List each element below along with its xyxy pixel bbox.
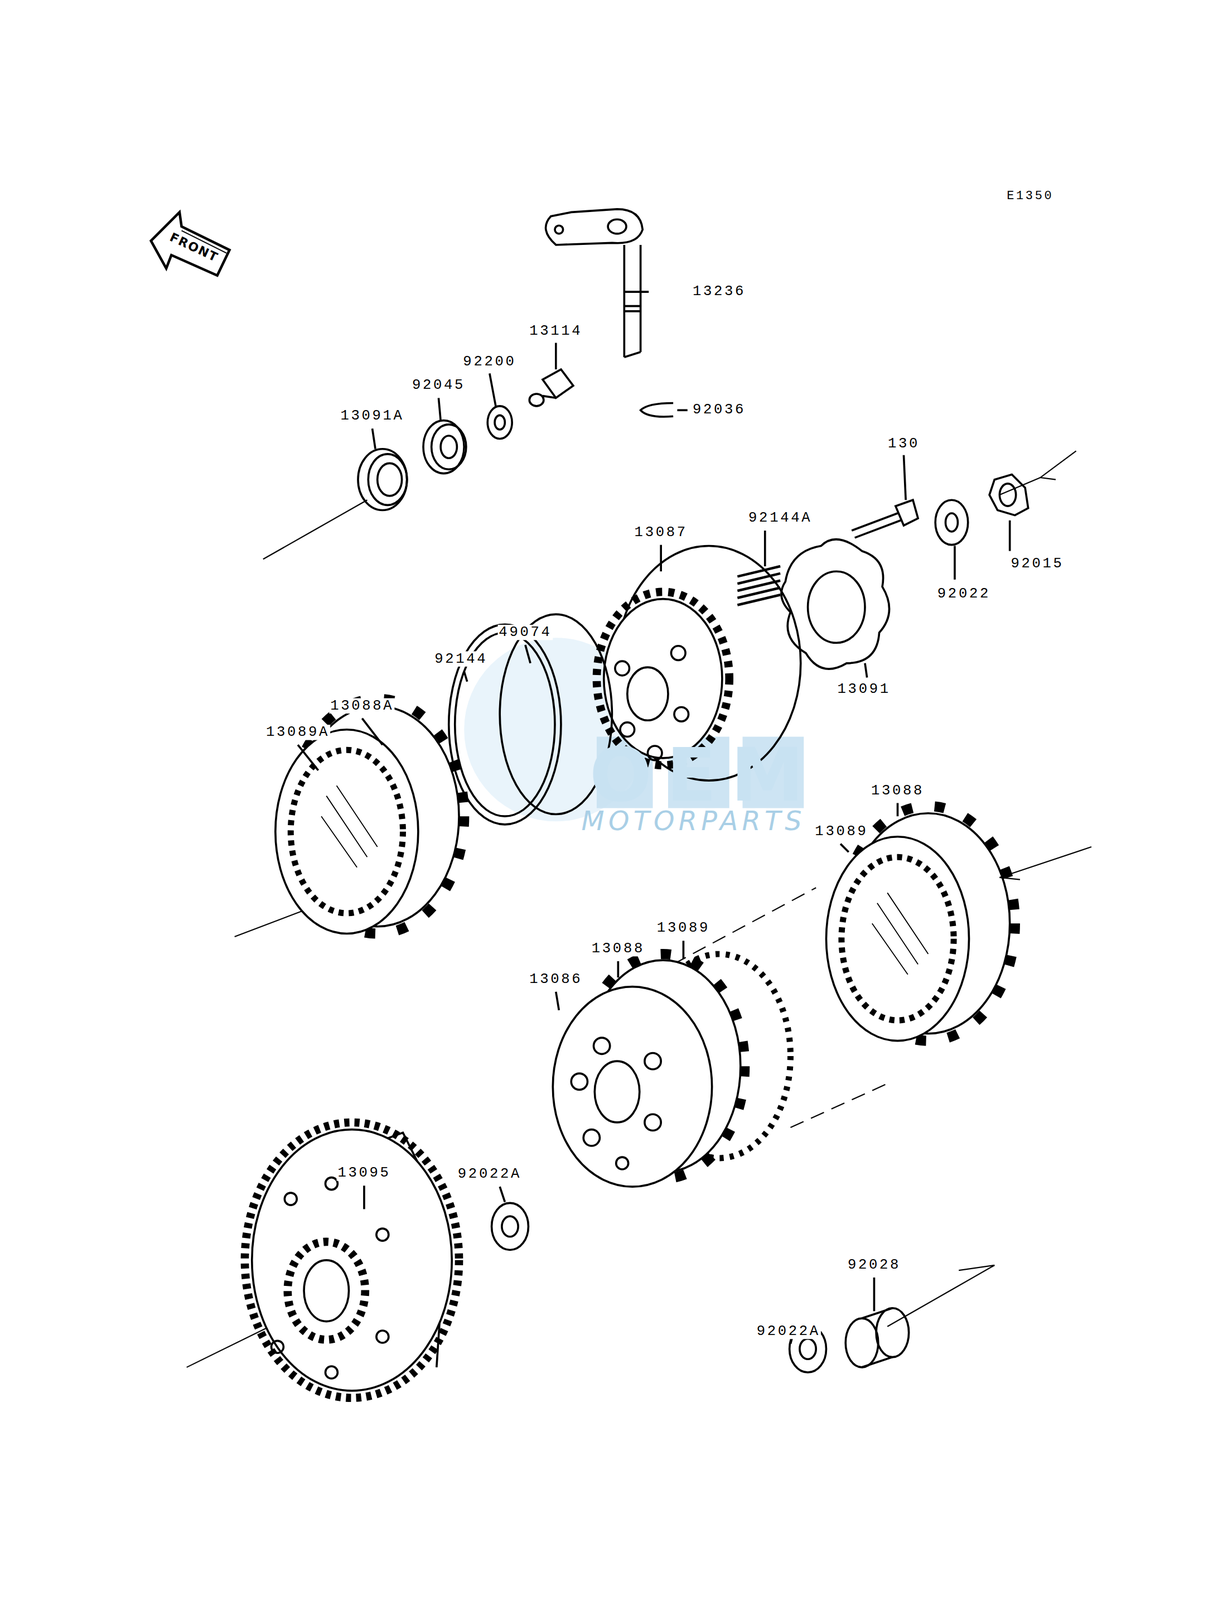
callout-number: 92045: [411, 377, 467, 394]
callout-number: 13087: [633, 524, 689, 541]
callout-number: 13091: [836, 681, 892, 698]
diagram-code: E1350: [1005, 190, 1055, 204]
callout-number: 13089: [655, 920, 712, 936]
callout-number: 13086: [528, 971, 584, 988]
callout-number: 13089A: [264, 724, 331, 741]
watermark: MOTORPARTS: [580, 806, 807, 836]
front-arrow-label: FRONT: [166, 230, 222, 266]
callout-number: 13088: [590, 940, 646, 957]
callout-number: 13089: [814, 823, 870, 840]
callout-number: 92144A: [747, 510, 814, 526]
callout-number: 13114: [528, 323, 584, 340]
callout-number: 130: [886, 436, 921, 452]
watermark: OEM: [588, 735, 819, 816]
callout-number: 13088: [869, 782, 926, 799]
callout-number: 92200: [462, 354, 518, 370]
callout-number: 92022: [936, 585, 992, 602]
callout-number: 92028: [846, 1257, 902, 1273]
callout-number: 49074: [498, 624, 554, 641]
callout-number: 13088A: [329, 698, 395, 714]
callout-number: 92015: [1009, 556, 1066, 572]
callout-number: 92022A: [456, 1166, 523, 1182]
callout-number: 92144: [433, 650, 489, 667]
callout-number: 13236: [691, 283, 747, 300]
callout-number: 13091A: [339, 408, 406, 424]
callout-number: 13095: [336, 1165, 393, 1181]
callout-number: 92022A: [755, 1323, 822, 1339]
callout-number: 92036: [691, 402, 747, 418]
